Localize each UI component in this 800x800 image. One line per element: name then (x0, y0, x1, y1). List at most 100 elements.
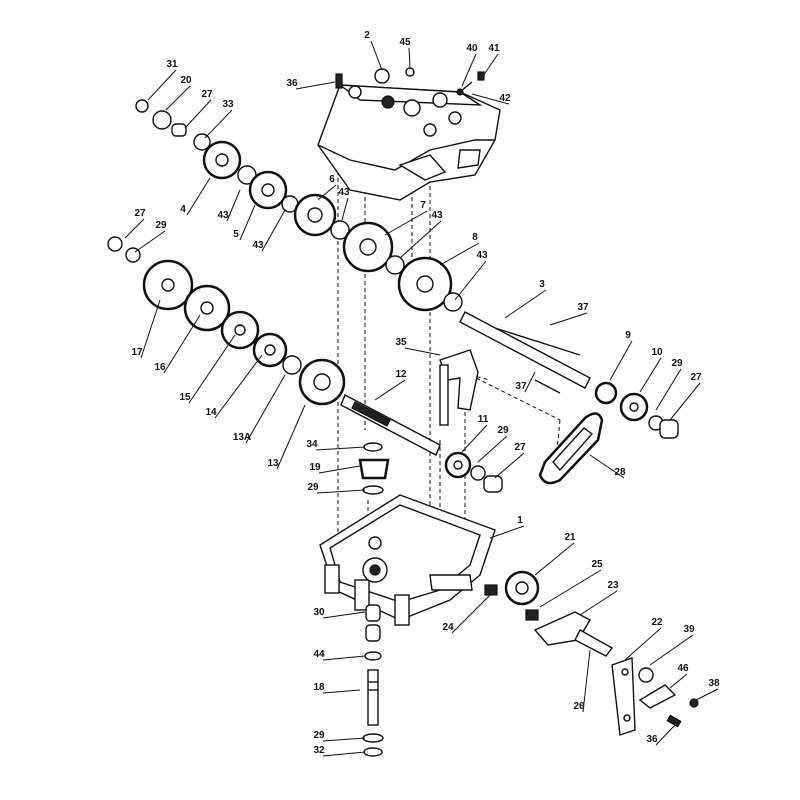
callout-number: 13 (267, 458, 279, 469)
callout-leader (477, 435, 508, 463)
callout-number: 29 (497, 425, 509, 436)
callout-number: 5 (233, 229, 239, 240)
callout-number: 43 (252, 240, 264, 251)
callout-number: 37 (515, 381, 527, 392)
callout-leader (134, 230, 166, 253)
callout-leader (204, 109, 233, 139)
callout-number: 4 (180, 204, 186, 215)
callout-leader (318, 465, 361, 474)
callout-leader (295, 81, 336, 90)
callout-number: 24 (442, 622, 454, 633)
callout-number: 22 (651, 617, 663, 628)
callout-number: 40 (466, 43, 478, 54)
callout-number: 38 (708, 678, 720, 689)
callout-leader (471, 93, 510, 105)
callout-leader (370, 40, 383, 71)
callout-number: 10 (651, 347, 663, 358)
callout-number: 35 (395, 337, 407, 348)
callout-number: 7 (420, 200, 426, 211)
left-gear-cluster (107, 236, 346, 406)
callout-number: 28 (614, 467, 626, 478)
callout-number: 37 (577, 302, 589, 313)
shifter-35 (439, 349, 479, 426)
callout-leader (322, 751, 366, 757)
callout-number: 3 (539, 279, 545, 290)
callout-leader (494, 452, 525, 479)
pinion-stack (358, 442, 390, 495)
callout-number: 29 (671, 358, 683, 369)
callout-leader (341, 197, 349, 221)
callout-leader (549, 312, 588, 326)
top-hardware (335, 67, 485, 96)
callout-leader (624, 627, 662, 661)
callout-number: 31 (166, 59, 178, 70)
callout-number: 8 (472, 232, 478, 243)
callout-leader (582, 649, 591, 713)
callout-leader (261, 209, 286, 252)
callout-leader (589, 454, 625, 479)
callout-leader (454, 260, 487, 301)
callout-number: 27 (134, 208, 146, 219)
callout-number: 33 (222, 99, 234, 110)
callout-leader (669, 673, 688, 689)
shaft-12 (340, 394, 441, 456)
callout-number: 30 (313, 607, 325, 618)
callout-leader (317, 184, 337, 201)
callout-number: 11 (478, 414, 489, 425)
callout-leader (214, 354, 263, 419)
callout-number: 25 (591, 559, 603, 570)
callout-leader (404, 347, 441, 356)
upper-gear-train (135, 99, 463, 312)
callout-leader (245, 374, 286, 444)
callout-number: 41 (488, 43, 500, 54)
callout-number: 2 (364, 30, 370, 41)
callout-number: 21 (564, 532, 576, 543)
callout-number: 45 (399, 37, 411, 48)
callout-leader (140, 299, 161, 359)
callout-number: 19 (309, 462, 321, 473)
callout-leader (184, 99, 212, 129)
callout-number: 43 (431, 210, 443, 221)
callout-leader (226, 189, 241, 222)
callout-leader (188, 334, 236, 404)
callout-leader (639, 357, 662, 393)
callout-leader (524, 371, 536, 393)
callout-leader (539, 569, 602, 608)
callout-leader (163, 314, 201, 374)
callout-leader (489, 525, 525, 539)
callout-number: 26 (573, 701, 585, 712)
callout-leader (322, 689, 361, 694)
callout-number: 27 (690, 372, 702, 383)
callout-leader (316, 489, 366, 494)
callout-number: 39 (683, 624, 695, 635)
callout-leader (482, 53, 499, 77)
callout-number: 29 (155, 220, 167, 231)
gear-case (319, 494, 496, 626)
callout-leader (322, 737, 366, 742)
callout-number: 43 (476, 250, 488, 261)
callout-number: 44 (313, 649, 325, 660)
sprocket-11 (444, 451, 503, 493)
callout-leader (655, 724, 676, 746)
callout-number: 15 (179, 392, 191, 403)
callout-number: 14 (205, 407, 217, 418)
callout-number: 27 (201, 89, 213, 100)
callout-leader (655, 368, 682, 411)
housing-cover (317, 68, 501, 201)
callout-number: 43 (338, 187, 350, 198)
callout-leader (504, 289, 547, 319)
callout-leader (374, 379, 406, 401)
callout-labels: 1234567891011121313A14151617181920212223… (124, 30, 720, 757)
callout-leader (322, 611, 366, 619)
callout-number: 27 (514, 442, 526, 453)
callout-number: 12 (395, 369, 407, 380)
callout-number: 32 (313, 745, 325, 756)
callout-number: 23 (607, 580, 619, 591)
callout-number: 29 (313, 730, 325, 741)
callout-leader (534, 542, 575, 576)
callout-leader (461, 53, 477, 87)
callout-leader (579, 590, 618, 616)
callout-number: 20 (180, 75, 192, 86)
callout-leader (239, 204, 256, 241)
